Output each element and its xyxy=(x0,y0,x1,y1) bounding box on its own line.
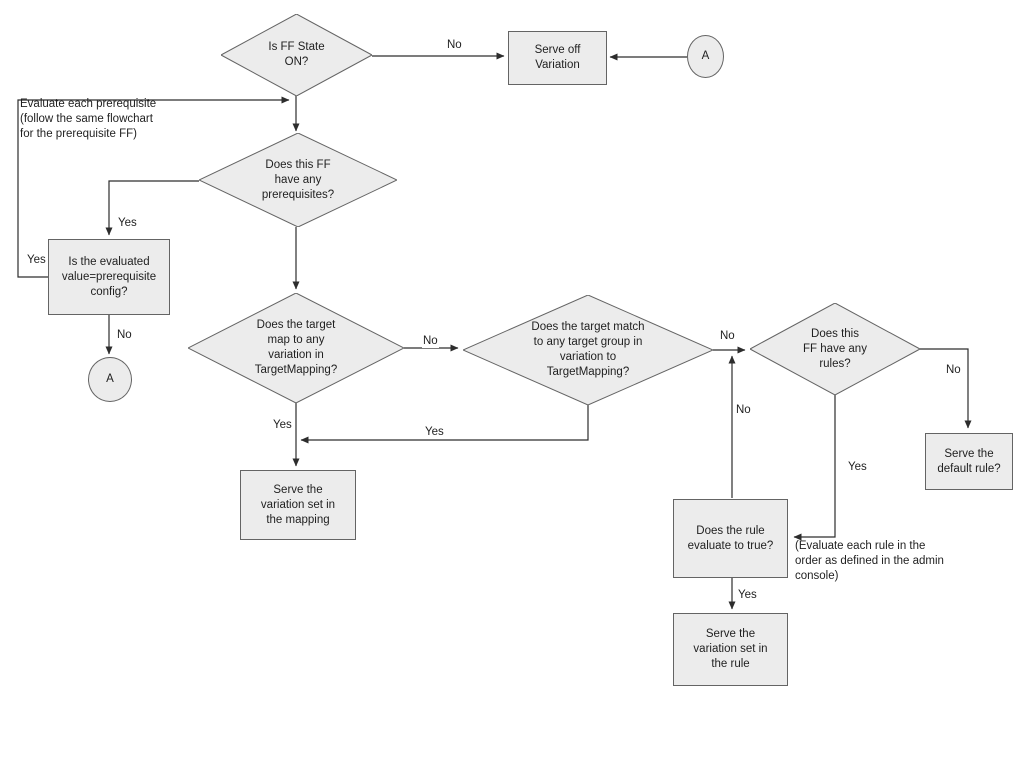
diamond-shape xyxy=(750,303,920,395)
diamond-shape xyxy=(188,293,404,403)
diamond-shape xyxy=(221,14,372,96)
note-rule-order: (Evaluate each rule in the order as defi… xyxy=(795,540,944,582)
edge-label-match-yes: Yes xyxy=(424,425,445,439)
decision-is-ff-state-on: Is FF State ON? xyxy=(221,14,372,96)
process-label: Serve the default rule? xyxy=(937,447,1001,475)
connector-label: A xyxy=(106,373,114,385)
edge-label-ruleeval-yes: Yes xyxy=(737,588,758,602)
decision-target-map-variation: Does the target map to any variation in … xyxy=(188,293,404,403)
edge-label-match-no: No xyxy=(719,329,736,343)
edge-label-ffstate-no: No xyxy=(446,38,463,52)
diamond-shape xyxy=(199,133,397,227)
decision-label: Does this FF have any prerequisites? xyxy=(261,158,335,201)
process-label: Serve off Variation xyxy=(534,44,581,71)
edge-match-yes-to-mapping xyxy=(300,403,589,444)
process-rule-evaluates-true: Does the rule evaluate to true? xyxy=(673,499,788,578)
decision-has-rules: Does this FF have any rules? xyxy=(750,303,920,395)
edge-label-map-yes: Yes xyxy=(272,418,293,432)
process-label: Does the rule evaluate to true? xyxy=(687,524,774,552)
process-evaluated-value-config: Is the evaluated value=prerequisite conf… xyxy=(48,239,170,315)
process-label: Serve the variation set in the mapping xyxy=(260,483,336,526)
connector-a-top: A xyxy=(687,35,724,78)
decision-label: Is FF State ON? xyxy=(268,41,325,68)
connector-a-left: A xyxy=(88,357,132,402)
edge-prereq-yes-to-evaluated xyxy=(105,180,199,236)
decision-has-prerequisites: Does this FF have any prerequisites? xyxy=(199,133,397,227)
edge-label-evaluated-yes: Yes xyxy=(26,253,47,267)
decision-label: Does this FF have any rules? xyxy=(803,327,867,370)
note-prerequisite: Evaluate each prerequisite (follow the s… xyxy=(20,98,157,140)
decision-label: Does the target match to any target grou… xyxy=(531,321,645,378)
edge-label-rules-yes: Yes xyxy=(847,460,868,474)
process-label: Is the evaluated value=prerequisite conf… xyxy=(61,255,157,298)
edge-label-map-no: No xyxy=(422,334,439,348)
edge-label-ruleeval-no: No xyxy=(735,403,752,417)
decision-label: Does the target map to any variation in … xyxy=(254,319,338,376)
process-serve-default-rule: Serve the default rule? xyxy=(925,433,1013,490)
process-serve-off-variation: Serve off Variation xyxy=(508,31,607,85)
edge-rules-no-to-default xyxy=(920,348,972,429)
decision-target-match-group: Does the target match to any target grou… xyxy=(463,295,713,405)
process-serve-variation-rule: Serve the variation set in the rule xyxy=(673,613,788,686)
edge-rules-yes-to-ruleeval xyxy=(793,395,836,541)
edge-label-rules-no: No xyxy=(945,363,962,377)
edge-label-prereq-yes: Yes xyxy=(117,216,138,230)
process-label: Serve the variation set in the rule xyxy=(693,628,768,670)
edge-evaluated-yes-loop xyxy=(17,96,290,278)
edge-label-evaluated-no: No xyxy=(116,328,133,342)
connector-label: A xyxy=(701,50,710,62)
diamond-shape xyxy=(463,295,713,405)
process-serve-variation-mapping: Serve the variation set in the mapping xyxy=(240,470,356,540)
